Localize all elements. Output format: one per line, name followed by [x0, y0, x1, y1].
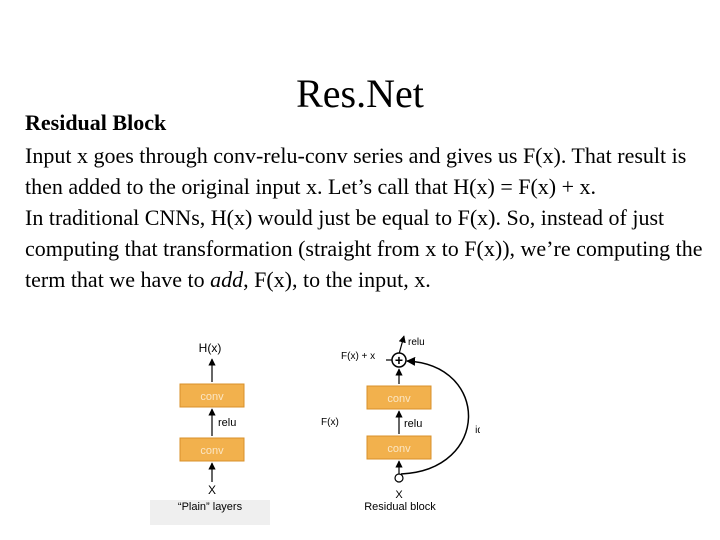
residual-conv-top-label: conv	[387, 393, 411, 405]
figure-background	[150, 330, 480, 525]
residual-input-node	[394, 473, 404, 483]
plain-relu-label: relu	[218, 417, 236, 429]
residual-input-label: X	[395, 489, 403, 501]
slide-title: Res.Net	[296, 71, 424, 116]
plain-conv-top-block	[179, 383, 245, 408]
plain-caption: “Plain” layers	[178, 501, 243, 513]
residual-sum-label: F(x) + x	[341, 351, 375, 362]
body-text: Input x goes through conv-relu-conv seri…	[25, 140, 715, 295]
identity-skip-arc	[400, 356, 470, 475]
residual-relu-label: relu	[404, 418, 422, 430]
residual-caption: Residual block	[364, 501, 436, 513]
plain-output-label: H(x)	[199, 341, 222, 355]
residual-arrow-out	[398, 335, 406, 355]
section-heading: Residual Block	[25, 110, 167, 135]
residual-conv-bottom-label: conv	[387, 443, 411, 455]
paragraph-2-italic: add	[210, 267, 244, 292]
identity-label: identity	[475, 425, 480, 436]
residual-plus-symbol: +	[395, 352, 403, 368]
residual-diagram: H(x) conv relu conv X “Plain” layers F(x…	[150, 330, 507, 525]
residual-conv-bottom-block	[366, 435, 432, 460]
plain-conv-top-label: conv	[200, 391, 224, 403]
paragraph-2-part-1: In traditional CNNs, H(x) would just be …	[25, 205, 703, 292]
paragraph-2: In traditional CNNs, H(x) would just be …	[25, 202, 715, 295]
plain-conv-bottom-block	[179, 437, 245, 462]
residual-relu-top-label: relu	[408, 337, 425, 348]
paragraph-1: Input x goes through conv-relu-conv seri…	[25, 143, 687, 199]
residual-fx-label: F(x)	[321, 417, 339, 428]
plain-conv-bottom-label: conv	[200, 445, 224, 457]
plain-caption-background	[150, 500, 270, 525]
paragraph-2-part-2: , F(x), to the input, x.	[243, 267, 431, 292]
plain-input-label: X	[208, 483, 216, 497]
residual-conv-top-block	[366, 385, 432, 410]
residual-figure: H(x) conv relu conv X “Plain” layers F(x…	[150, 330, 507, 525]
residual-sum-node	[391, 352, 407, 368]
